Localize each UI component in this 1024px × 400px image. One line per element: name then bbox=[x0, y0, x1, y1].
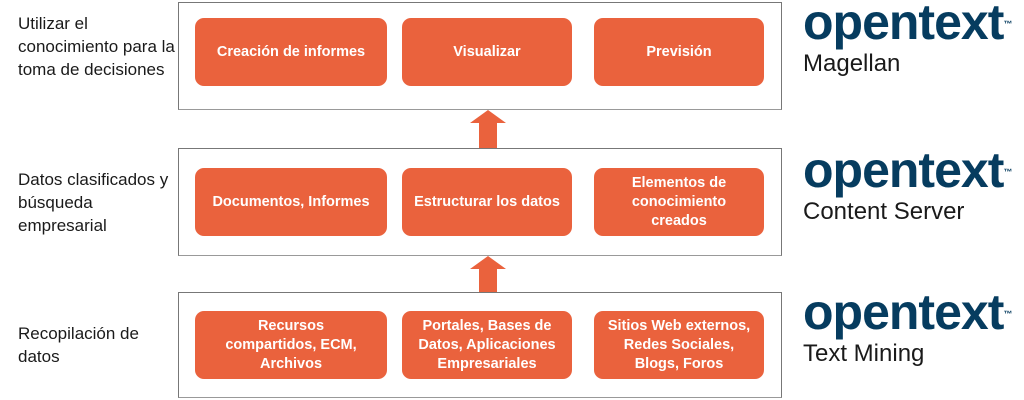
product-name: Content Server bbox=[803, 198, 965, 225]
product-name: Magellan bbox=[803, 50, 901, 77]
row-label: Utilizar el conocimiento para la toma de… bbox=[18, 14, 175, 79]
box-creacion-informes: Creación de informes bbox=[195, 18, 387, 86]
box-portales: Portales, Bases de Datos, Aplicaciones E… bbox=[402, 311, 572, 379]
layer-panel: Documentos, Informes Estructurar los dat… bbox=[178, 148, 782, 256]
box-prevision: Previsión bbox=[594, 18, 764, 86]
box-elementos: Elementos de conocimiento creados bbox=[594, 168, 764, 236]
box-estructurar: Estructurar los datos bbox=[402, 168, 572, 236]
box-recursos: Recursos compartidos, ECM, Archivos bbox=[195, 311, 387, 379]
arrow-up-icon bbox=[470, 110, 506, 148]
box-visualizar: Visualizar bbox=[402, 18, 572, 86]
layer-panel: Recursos compartidos, ECM, Archivos Port… bbox=[178, 292, 782, 398]
layer-panel: Creación de informes Visualizar Previsió… bbox=[178, 2, 782, 110]
row-label: Recopilación de datos bbox=[18, 324, 139, 366]
product-name: Text Mining bbox=[803, 340, 925, 367]
box-documentos: Documentos, Informes bbox=[195, 168, 387, 236]
arrow-up-icon bbox=[470, 256, 506, 292]
box-sitios-web: Sitios Web externos, Redes Sociales, Blo… bbox=[594, 311, 764, 379]
row-label: Datos clasificados y búsqueda empresaria… bbox=[18, 170, 169, 235]
